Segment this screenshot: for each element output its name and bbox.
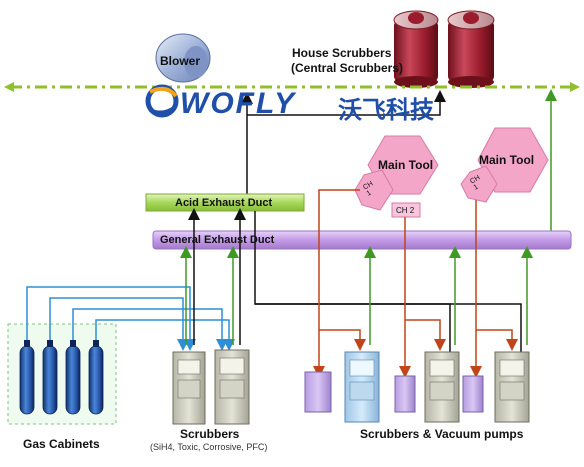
gas-cylinder-3 <box>65 340 81 415</box>
tool1-ch2-scrubber-line <box>405 319 446 351</box>
gas-cylinder-1 <box>19 340 35 415</box>
scrubber-cabinet-4 <box>424 351 460 423</box>
riser-to-house-line <box>247 90 446 116</box>
acid-exhaust-duct <box>145 193 305 212</box>
scrubber-cabinet-1 <box>172 351 206 425</box>
gas-cabinets-label: Gas Cabinets <box>23 437 100 451</box>
tool1-ch1-scrubber-line <box>319 329 366 351</box>
house-scrubber-tank-2 <box>447 10 495 88</box>
main-tool-label-2: Main Tool <box>479 153 535 167</box>
general-exhaust-duct <box>152 230 572 250</box>
gas-cylinder-2 <box>42 340 58 415</box>
logo-text: WOFLY <box>180 87 297 120</box>
logo-chinese: 沃飞科技 <box>338 97 434 124</box>
tool2-ch1-scrubber-line <box>476 329 518 351</box>
house-scrubbers-sublabel: (Central Scrubbers) <box>291 61 404 75</box>
gas-line-4 <box>95 319 235 351</box>
exhaust-arrow-right <box>570 82 580 92</box>
vacuum-pump-2 <box>394 375 416 413</box>
exhaust-arrow-left <box>4 82 14 92</box>
gas-line-2 <box>49 297 189 351</box>
main-tool-hexagon-2 <box>477 127 549 193</box>
ch1-chamber-2 <box>460 165 498 203</box>
ch2-label: CH 2 <box>396 206 415 215</box>
vacuum-pump-3 <box>462 375 484 413</box>
house-scrubber-tank-1 <box>393 10 439 88</box>
scrubbers-sublabel: (SiH4, Toxic, Corrosive, PFC) <box>150 442 268 452</box>
acid-exhaust-duct-label: Acid Exhaust Duct <box>175 197 273 209</box>
acid-branch-line <box>255 303 451 352</box>
scrubber-cabinet-3 <box>344 351 380 423</box>
ch2-chamber <box>391 202 421 218</box>
house-scrubbers-label: House Scrubbers <box>292 46 392 60</box>
main-tool-label-1: Main Tool <box>378 158 434 172</box>
scrubber-cabinet-2 <box>214 349 250 425</box>
general-exhaust-duct-label: General Exhaust Duct <box>160 234 275 246</box>
blower-label: Blower <box>160 54 201 68</box>
tool1-ch1-line <box>313 189 360 378</box>
scrubber-cabinet-5 <box>494 351 530 423</box>
gas-line-1 <box>26 286 196 351</box>
scrubbers-vacuum-label: Scrubbers & Vacuum pumps <box>360 427 524 441</box>
gas-cylinder-4 <box>88 340 104 415</box>
blower-icon <box>155 33 211 83</box>
scrubbers-label: Scrubbers <box>180 427 240 441</box>
wofly-logo <box>145 84 179 118</box>
vacuum-pump-1 <box>304 371 332 413</box>
gas-line-3 <box>72 308 228 351</box>
